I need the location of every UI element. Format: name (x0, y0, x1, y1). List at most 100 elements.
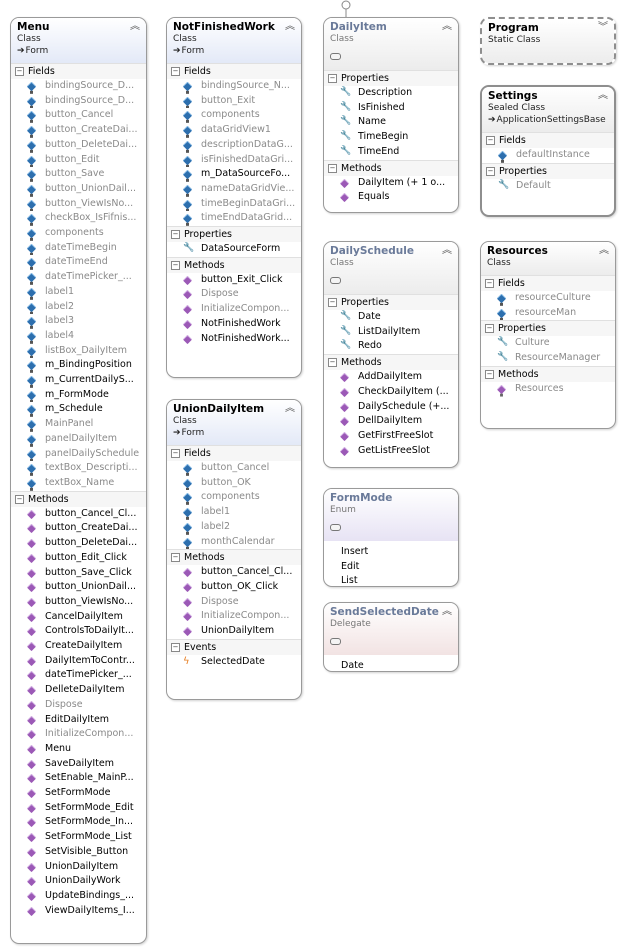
method-item[interactable]: button_Cancel_Cl... (11, 507, 146, 522)
property-item[interactable]: 🔧ResourceManager (481, 351, 615, 366)
field-item[interactable]: resourceCulture (481, 291, 615, 306)
value-item[interactable]: List (341, 575, 358, 587)
field-item[interactable]: label2 (11, 300, 146, 315)
field-item[interactable]: bindingSource_D... (11, 94, 146, 109)
method-item[interactable]: dateTimePicker_... (11, 668, 146, 683)
field-item[interactable]: listBox_DailyItem (11, 344, 146, 359)
uniondailyitem-header[interactable]: UnionDailyItem Class ➔Form ︽ (167, 400, 301, 445)
method-item[interactable]: SetVisible_Button (11, 845, 146, 860)
field-item[interactable]: button_UnionDail... (11, 182, 146, 197)
field-item[interactable]: textBox_Name (11, 476, 146, 491)
double-chevron-up-icon[interactable]: ︽ (598, 90, 608, 101)
method-item[interactable]: button_UnionDail... (11, 580, 146, 595)
field-item[interactable]: bindingSource_D... (11, 79, 146, 94)
double-chevron-up-icon[interactable]: ︽ (442, 245, 452, 256)
method-item[interactable]: NotFinishedWork (167, 317, 301, 332)
methods-section-header[interactable]: −Methods (324, 354, 458, 371)
field-item[interactable]: label4 (11, 329, 146, 344)
field-item[interactable]: components (11, 226, 146, 241)
field-item[interactable]: button_CreateDai... (11, 123, 146, 138)
field-item[interactable]: dateTimePicker_... (11, 270, 146, 285)
fields-section-header[interactable]: −Fields (167, 63, 301, 79)
method-item[interactable]: Menu (11, 742, 146, 757)
method-item[interactable]: button_CreateDai... (11, 521, 146, 536)
value-item[interactable]: Date (341, 660, 364, 671)
method-item[interactable]: DailySchedule (+... (324, 400, 458, 415)
collapse-minus-icon[interactable]: − (328, 298, 337, 307)
field-item[interactable]: defaultInstance (482, 148, 614, 163)
field-item[interactable]: nameDataGridVie... (167, 182, 301, 197)
field-item[interactable]: isFinishedDataGri... (167, 153, 301, 168)
field-item[interactable]: checkBox_IsFifnis... (11, 211, 146, 226)
method-item[interactable]: InitializeCompon... (167, 609, 301, 624)
collapse-minus-icon[interactable]: − (171, 260, 180, 270)
method-item[interactable]: button_DeleteDai... (11, 536, 146, 551)
program-header[interactable]: Program Static Class ︾ (482, 19, 614, 63)
value-item[interactable]: Edit (341, 560, 360, 572)
method-item[interactable]: Dispose (167, 595, 301, 610)
method-item[interactable]: CheckDailyItem (... (324, 385, 458, 400)
field-item[interactable]: label1 (11, 285, 146, 300)
field-item[interactable]: m_CurrentDailyS... (11, 373, 146, 388)
method-item[interactable]: CreateDailyItem (11, 639, 146, 654)
collapse-minus-icon[interactable]: − (15, 494, 24, 504)
method-item[interactable]: button_ViewIsNo... (11, 595, 146, 610)
property-item[interactable]: 🔧DataSourceForm (167, 242, 301, 257)
method-item[interactable]: button_Cancel_Cl... (167, 565, 301, 580)
double-chevron-up-icon[interactable]: ︽ (285, 21, 295, 32)
collapse-minus-icon[interactable]: − (171, 449, 180, 458)
properties-section-header[interactable]: −Properties (481, 320, 615, 337)
collapse-minus-icon[interactable]: − (486, 136, 495, 145)
method-item[interactable]: GetFirstFreeSlot (324, 429, 458, 444)
field-item[interactable]: button_Save (11, 167, 146, 182)
fields-section-header[interactable]: −Fields (167, 445, 301, 461)
notfinishedwork-class-box[interactable]: NotFinishedWork Class ➔Form ︽ −Fields bi… (166, 17, 302, 378)
collapse-minus-icon[interactable]: − (486, 166, 495, 176)
collapse-minus-icon[interactable]: − (485, 324, 494, 334)
field-item[interactable]: descriptionDataG... (167, 138, 301, 153)
properties-section-header[interactable]: −Properties (324, 294, 458, 310)
field-item[interactable]: bindingSource_N... (167, 79, 301, 94)
menu-class-box[interactable]: Menu Class ➔Form ︽ −Fields bindingSource… (10, 17, 147, 944)
field-item[interactable]: button_Cancel (11, 108, 146, 123)
field-item[interactable]: resourceMan (481, 306, 615, 321)
method-item[interactable]: GetListFreeSlot (324, 444, 458, 459)
method-item[interactable]: UnionDailyItem (11, 860, 146, 875)
settings-header[interactable]: Settings Sealed Class ➔ApplicationSettin… (482, 87, 614, 132)
field-item[interactable]: components (167, 108, 301, 123)
method-item[interactable]: UnionDailyWork (11, 874, 146, 889)
field-item[interactable]: label1 (167, 505, 301, 520)
method-item[interactable]: ControlsToDailyIt... (11, 624, 146, 639)
property-item[interactable]: 🔧TimeEnd (324, 145, 458, 160)
field-item[interactable]: dateTimeBegin (11, 241, 146, 256)
method-item[interactable]: AddDailyItem (324, 370, 458, 385)
fields-section-header[interactable]: −Fields (482, 132, 614, 148)
method-item[interactable]: SetFormMode_List (11, 830, 146, 845)
field-item[interactable]: MainPanel (11, 417, 146, 432)
property-item[interactable]: 🔧Name (324, 115, 458, 130)
method-item[interactable]: Resources (481, 382, 615, 397)
uniondailyitem-class-box[interactable]: UnionDailyItem Class ➔Form ︽ −Fields but… (166, 399, 302, 700)
method-item[interactable]: EditDailyItem (11, 713, 146, 728)
collapse-minus-icon[interactable]: − (485, 369, 494, 379)
method-item[interactable]: InitializeCompon... (11, 727, 146, 742)
method-item[interactable]: button_Exit_Click (167, 273, 301, 288)
method-item[interactable]: NotFinishedWork... (167, 332, 301, 347)
method-item[interactable]: SetFormMode_Edit (11, 801, 146, 816)
resources-header[interactable]: Resources Class ︽ (481, 242, 615, 275)
value-item[interactable]: Insert (341, 546, 369, 557)
properties-section-header[interactable]: −Properties (324, 70, 458, 86)
field-item[interactable]: dataGridView1 (167, 123, 301, 138)
method-item[interactable]: Equals (324, 190, 458, 205)
collapse-minus-icon[interactable]: − (171, 553, 180, 563)
properties-section-header[interactable]: −Properties (167, 226, 301, 243)
field-item[interactable]: timeEndDataGrid... (167, 211, 301, 226)
resources-class-box[interactable]: Resources Class ︽ −Fields resourceCultur… (480, 241, 616, 429)
formmode-header[interactable]: FormMode Enum (324, 489, 458, 541)
field-item[interactable]: panelDailyItem (11, 432, 146, 447)
methods-section-header[interactable]: −Methods (167, 256, 301, 273)
method-item[interactable]: DailyItem (+ 1 o... (324, 176, 458, 191)
property-item[interactable]: 🔧Description (324, 86, 458, 101)
method-item[interactable]: SaveDailyItem (11, 757, 146, 772)
field-item[interactable]: components (167, 490, 301, 505)
